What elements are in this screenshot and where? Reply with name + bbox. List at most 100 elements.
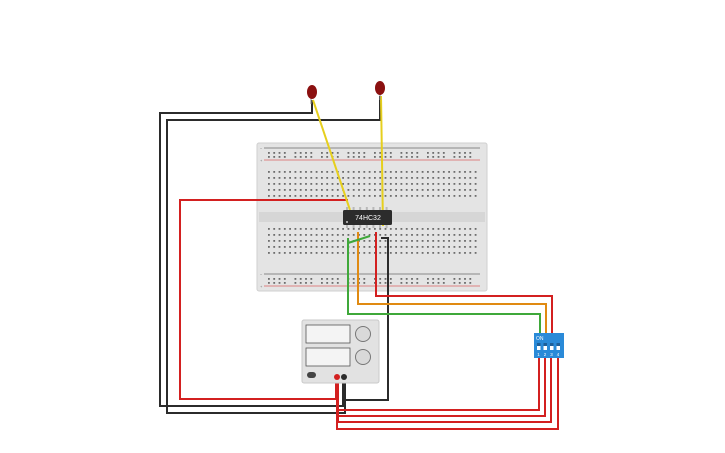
breadboard-hole xyxy=(299,171,302,173)
breadboard-hole xyxy=(299,228,302,230)
wire-red-dip4-return[interactable] xyxy=(336,356,559,430)
dip-toggle-4[interactable] xyxy=(556,343,561,350)
breadboard-hole xyxy=(347,156,350,158)
breadboard-hole xyxy=(310,246,313,248)
breadboard-hole xyxy=(379,156,382,158)
breadboard-hole xyxy=(283,177,286,179)
dip-toggle-3[interactable] xyxy=(550,343,554,350)
breadboard-hole xyxy=(289,189,291,191)
breadboard-hole xyxy=(336,252,339,254)
breadboard-hole xyxy=(368,177,371,179)
breadboard-hole xyxy=(374,278,376,280)
breadboard-hole xyxy=(405,195,408,197)
breadboard-hole xyxy=(400,152,403,154)
breadboard-hole xyxy=(310,183,313,185)
breadboard-hole xyxy=(294,195,297,197)
breadboard-hole xyxy=(363,177,366,179)
breadboard-hole xyxy=(315,240,318,242)
wire-orange-switch3[interactable] xyxy=(357,232,547,336)
dip-switch-number: 3 xyxy=(550,352,553,357)
breadboard-hole xyxy=(389,282,392,284)
negative-terminal[interactable] xyxy=(341,374,347,380)
rail-plus-label: + xyxy=(260,158,263,163)
power-supply[interactable] xyxy=(301,319,380,384)
breadboard-hole xyxy=(358,195,360,197)
wire-green-switch1[interactable] xyxy=(347,238,541,336)
breadboard-hole xyxy=(342,195,344,197)
breadboard-hole xyxy=(432,152,435,154)
breadboard-hole xyxy=(342,246,344,248)
breadboard-hole xyxy=(278,234,281,236)
breadboard-hole xyxy=(374,171,376,173)
breadboard-hole xyxy=(453,240,456,242)
breadboard-hole xyxy=(464,156,466,158)
breadboard-hole xyxy=(411,195,413,197)
breadboard-hole xyxy=(299,246,302,248)
wire-yellow-led2[interactable] xyxy=(380,95,384,227)
breadboard-hole xyxy=(389,228,392,230)
breadboard-hole xyxy=(427,189,429,191)
breadboard-hole xyxy=(268,171,270,173)
breadboard-hole xyxy=(368,246,371,248)
breadboard-hole xyxy=(464,282,466,284)
wire-red-switch4[interactable] xyxy=(375,232,553,336)
breadboard-hole xyxy=(289,177,291,179)
power-switch[interactable] xyxy=(307,372,316,378)
breadboard-hole xyxy=(331,195,334,197)
breadboard-hole xyxy=(289,234,291,236)
wire-red-dip2-return[interactable] xyxy=(338,356,546,417)
wire-black-led2-ground[interactable] xyxy=(166,96,381,414)
breadboard-hole xyxy=(411,183,413,185)
breadboard-hole xyxy=(273,171,276,173)
breadboard-hole xyxy=(395,234,397,236)
breadboard-hole xyxy=(336,177,339,179)
breadboard-hole xyxy=(389,252,392,254)
breadboard-hole xyxy=(442,282,445,284)
wire-black-ic-ground[interactable] xyxy=(345,237,389,401)
dip-toggle-1[interactable] xyxy=(537,343,541,350)
dip-on-label: ON xyxy=(536,336,544,342)
breadboard-hole xyxy=(283,282,286,284)
breadboard-hole xyxy=(474,240,477,242)
ic-chip[interactable]: 74HC32 xyxy=(343,207,392,228)
led-1[interactable] xyxy=(307,85,317,104)
wire-green-jumper[interactable] xyxy=(347,235,371,244)
breadboard-hole xyxy=(405,183,408,185)
breadboard-hole xyxy=(315,183,318,185)
breadboard-hole xyxy=(411,228,413,230)
breadboard-hole xyxy=(437,278,440,280)
current-display xyxy=(305,347,351,367)
breadboard-hole xyxy=(474,246,477,248)
current-knob[interactable] xyxy=(355,349,371,365)
breadboard-hole xyxy=(458,183,461,185)
ic-pin xyxy=(365,225,368,228)
breadboard-hole xyxy=(283,278,286,280)
breadboard-hole xyxy=(395,240,397,242)
breadboard-hole xyxy=(448,240,450,242)
breadboard-hole xyxy=(464,152,466,154)
breadboard-hole xyxy=(321,278,323,280)
breadboard-hole xyxy=(405,252,408,254)
breadboard-hole xyxy=(352,282,355,284)
breadboard-hole xyxy=(347,195,350,197)
wire-black-led1-ground[interactable] xyxy=(159,100,344,407)
breadboard-hole xyxy=(283,183,286,185)
breadboard-hole xyxy=(411,152,413,154)
ic-pin xyxy=(359,225,362,228)
breadboard-hole xyxy=(416,156,419,158)
breadboard-hole xyxy=(374,195,376,197)
breadboard-hole xyxy=(427,252,429,254)
ic-pin xyxy=(385,207,388,210)
breadboard-hole xyxy=(321,252,323,254)
positive-terminal[interactable] xyxy=(334,374,340,380)
breadboard-hole xyxy=(268,183,270,185)
led-2[interactable] xyxy=(375,81,385,100)
ic-pin xyxy=(379,207,381,210)
breadboard-hole xyxy=(458,195,461,197)
breadboard-hole xyxy=(374,183,376,185)
voltage-knob[interactable] xyxy=(355,326,371,342)
dip-toggle-2[interactable] xyxy=(543,343,548,350)
wire-yellow-led1[interactable] xyxy=(312,99,351,211)
ic-pin xyxy=(372,207,375,210)
